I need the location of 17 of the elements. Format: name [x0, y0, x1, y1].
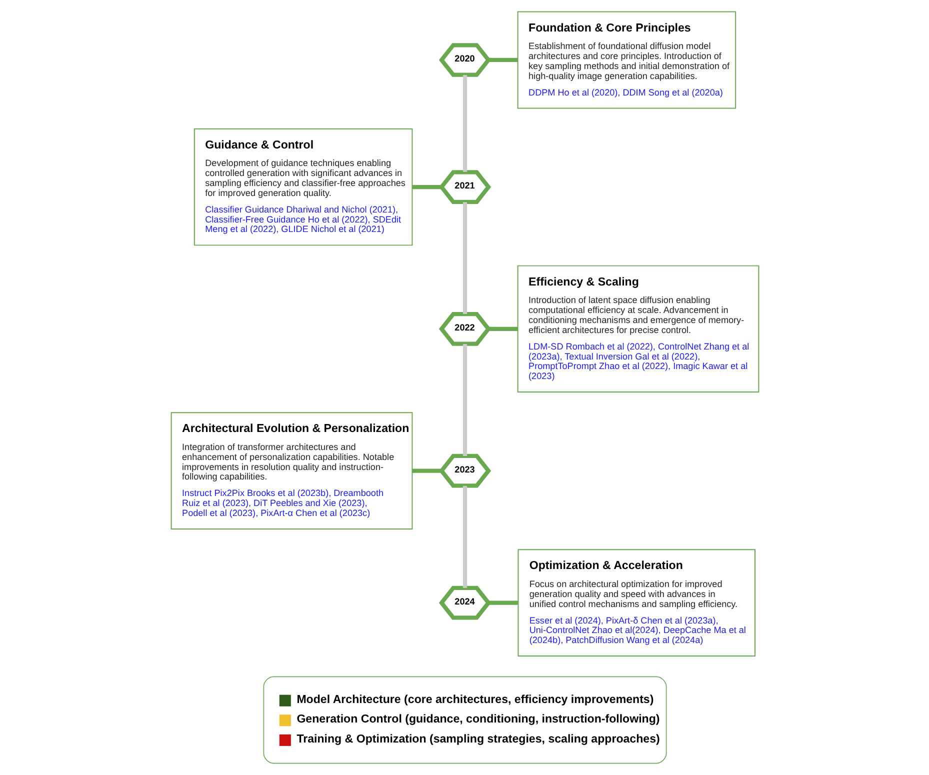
connector: [462, 74, 467, 172]
connector: [462, 202, 467, 314]
legend-label: Generation Control (guidance, conditioning, instruction-following): [296, 714, 660, 726]
legend-label: Training & Optimization (sampling strategies, scaling approaches): [296, 733, 660, 746]
connector: [462, 344, 467, 456]
connector: [488, 58, 518, 62]
node-box: Architectural Evolution & Personalization Integration of transformer architectures and enhancement of personalization capabilities. Notable improvements in resolution quality and instruction-following capabilities. Instruct Pix2Pix Brooks et al (2023b), Dreambooth Ruiz et al (2023), DiT Peebles and Xie (2023), Podell et al (2023), PixArt-α Chen et al (2023c): [170, 412, 412, 530]
node-box: Efficiency & Scaling Introduction of latent space diffusion enabling computational efficiency at scale. Advancement in conditioning mechanisms and emergence of memory-efficient architectures for precise control. LDM-SD Rombach et al (2022), ControlNet Zhang et al (2023a), Textual Inversion Gal et al (2022), PromptToPrompt Zhao et al (2022), Imagic Kawar et al (2023): [516, 265, 759, 393]
node-box: Foundation & Core Principles Establishment of foundational diffusion model architectures and core principles. Introduction of key sampling methods and initial demonstration of high-quality image generation capabilities. DDPM Ho et al (2020), DDIM Song et al (2020a): [516, 11, 736, 109]
connector: [462, 486, 467, 588]
node-box: Guidance & Control Development of guidance techniques enabling controlled generation with significant advances in sampling efficiency and classifier-free approaches for improved generation quality. Classifier Guidance Dhariwal and Nichol (2021), Classifier-Free Guidance Ho et al (2022), SDEdit Meng et al (2022), GLIDE Nichol et al (2021): [193, 128, 412, 246]
connector: [488, 326, 518, 331]
legend-label: Model Architecture (core architectures, efficiency improvements): [296, 694, 654, 706]
node-box: Optimization & Acceleration Focus on architectural optimization for improved generation quality and speed with advances in unified control mechanisms and sampling efficiency. Esser et al (2024), PixArt-δ Chen et al (2023a), Uni-ControlNet Zhao et al(2024), DeepCache Ma et al (2024b), PatchDiffusion Wang et al (2024a): [517, 549, 755, 657]
connector: [488, 600, 518, 605]
connector: [412, 468, 441, 473]
connector: [412, 184, 441, 190]
